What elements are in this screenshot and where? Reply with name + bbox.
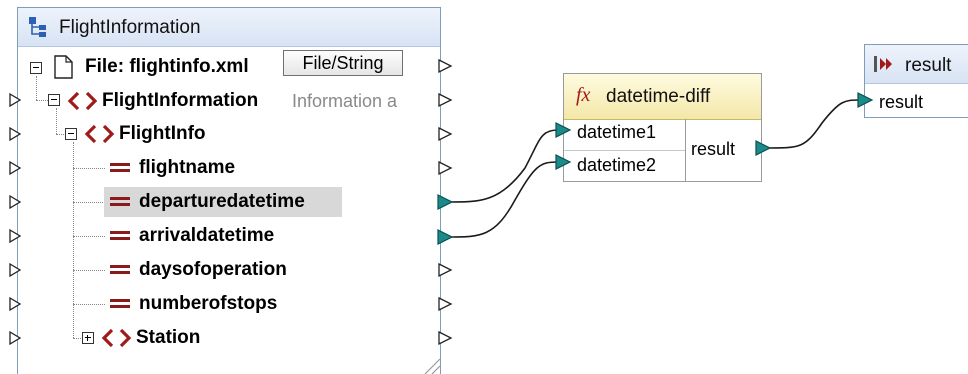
tree-line [73,304,105,305]
attribute-icon [110,264,130,276]
collapse-root-toggle[interactable] [48,94,60,106]
result-titlebar[interactable]: result [865,45,968,84]
collapse-flightinfo-toggle[interactable] [65,128,77,140]
tree-line [36,100,48,101]
tree-line [73,236,105,237]
connection-lines [449,99,861,238]
output-connector-root[interactable] [438,92,453,108]
source-input-connector[interactable] [9,160,22,176]
output-connector-flightname[interactable] [438,160,453,176]
element-icon [67,91,98,111]
element-icon [101,328,132,348]
tree-node-numberofstops[interactable]: numberofstops [139,293,278,314]
input-connector-target-result[interactable] [857,92,874,108]
tree-node-flightinfo[interactable]: FlightInfo [119,123,206,144]
result-component[interactable]: result result [864,44,968,118]
source-input-connector[interactable] [9,194,22,210]
function-icon: fx [576,84,591,106]
input-connector-datetime1[interactable] [555,122,572,138]
tree-node-flightname[interactable]: flightname [139,157,236,178]
output-connector-station[interactable] [438,330,453,346]
connection-arrival-to-datetime2[interactable] [449,161,559,238]
output-connector-file[interactable] [438,58,453,74]
attribute-icon [110,230,130,242]
expand-station-toggle[interactable] [82,332,94,344]
attribute-icon [110,298,130,310]
source-input-connector[interactable] [9,126,22,142]
tree-line [56,108,57,134]
output-connector-flightinfo[interactable] [438,126,453,142]
collapse-file-toggle[interactable] [30,62,42,74]
source-titlebar[interactable]: FlightInformation [18,8,440,47]
output-connector-arrivaldatetime[interactable] [437,229,454,245]
source-input-connector[interactable] [9,330,22,346]
function-component[interactable]: fx datetime-diff datetime1 datetime2 res… [563,73,762,182]
input-datetime1-label: datetime1 [577,122,657,142]
output-result-label: result [691,139,736,159]
source-title: FlightInformation [59,17,201,38]
file-string-button[interactable]: File/String [283,50,403,76]
file-label: File: flightinfo.xml [85,56,249,77]
connection-departure-to-datetime1[interactable] [449,129,559,203]
tree-line [56,134,64,135]
input-datetime2-label: datetime2 [577,155,657,175]
tree-node-daysofoperation[interactable]: daysofoperation [139,259,287,280]
tree-line [36,76,37,100]
tree-line [73,168,105,169]
root-annotation: Information a [292,91,398,111]
function-title: datetime-diff [606,86,711,107]
output-component-icon [874,56,892,72]
output-connector-daysofoperation[interactable] [438,262,453,278]
source-input-connector[interactable] [9,296,22,312]
attribute-icon [110,162,130,174]
tree-line [73,338,81,339]
function-inputs-panel [564,119,686,182]
result-input-label: result [879,92,924,112]
tree-node-station[interactable]: Station [136,327,201,348]
tree-node-arrivaldatetime[interactable]: arrivaldatetime [139,225,275,246]
divider [564,150,685,151]
attribute-icon [110,196,130,208]
element-icon [84,124,115,144]
xml-component-icon [29,17,46,37]
output-connector-departuredatetime[interactable] [437,194,454,210]
tree-node-departuredatetime[interactable]: departuredatetime [139,191,305,212]
resize-grip[interactable] [424,358,441,374]
selection-highlight [104,187,342,217]
source-input-connector[interactable] [9,92,22,108]
root-element-label[interactable]: FlightInformation [102,90,259,111]
source-input-connector[interactable] [9,262,22,278]
output-connector-numberofstops[interactable] [438,296,453,312]
connection-result-to-target[interactable] [767,99,861,149]
output-connector-function-result[interactable] [755,140,772,156]
input-connector-datetime2[interactable] [555,154,572,170]
document-icon [54,55,73,79]
tree-line [73,270,105,271]
function-titlebar[interactable]: fx datetime-diff [564,74,761,120]
source-input-connector[interactable] [9,228,22,244]
tree-line [73,202,105,203]
tree-line [73,142,74,338]
result-title: result [905,55,952,76]
